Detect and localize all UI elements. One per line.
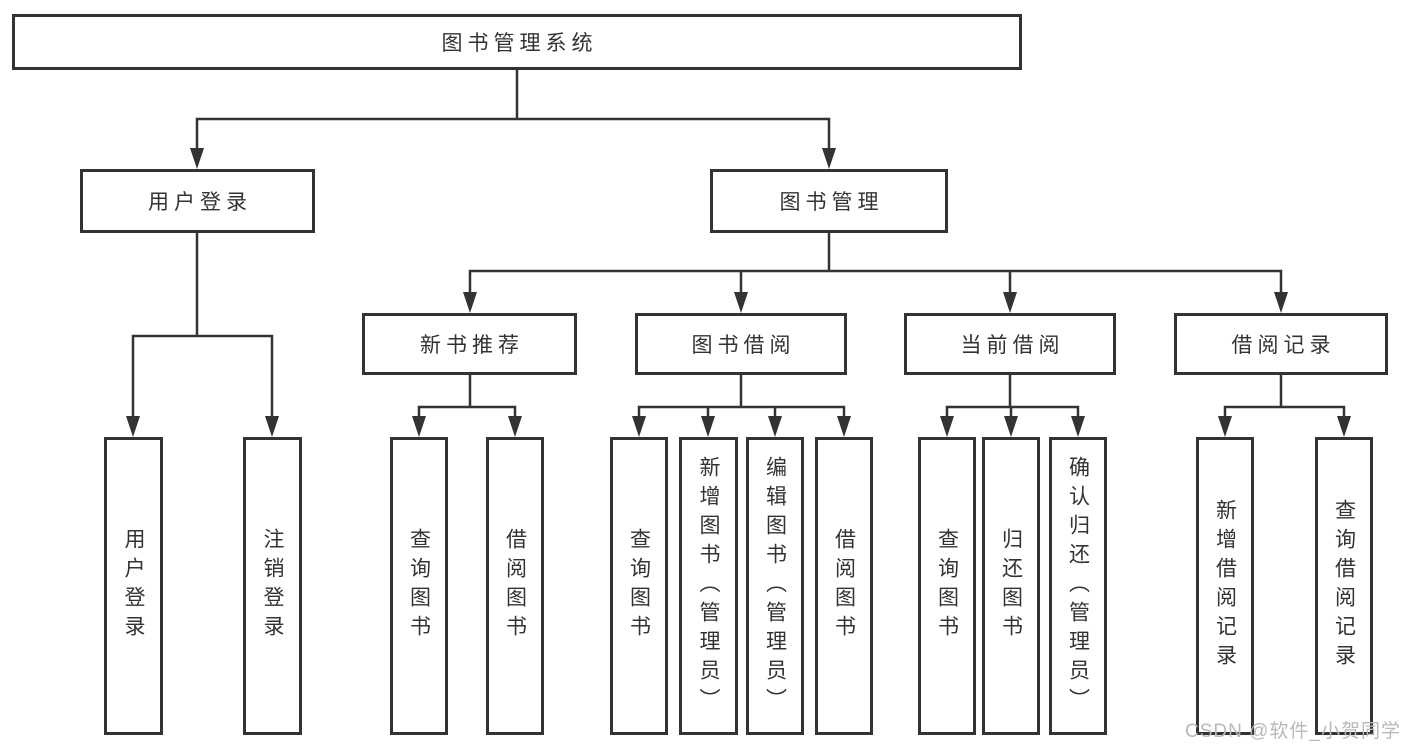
leaf-label: 查询图书 xyxy=(407,528,431,644)
leaf-query-books: 查询图书 xyxy=(610,437,668,735)
leaf-label: 借阅图书 xyxy=(832,528,856,644)
node-label: 当前借阅 xyxy=(960,334,1065,357)
leaf-label: 借阅图书 xyxy=(503,528,527,644)
leaf-label: 编辑图书（管理员） xyxy=(763,455,787,717)
arrow-icon xyxy=(265,416,279,437)
csdn-watermark: CSDN @软件_小贺同学 xyxy=(1185,721,1401,742)
arrow-icon xyxy=(1003,292,1017,313)
node-label: 图书管理 xyxy=(779,191,884,214)
arrow-icon xyxy=(190,148,204,169)
edge-userlogin-to-leaves xyxy=(131,233,274,428)
node-label: 图书借阅 xyxy=(691,334,796,357)
leaf-edit-books-admin: 编辑图书（管理员） xyxy=(746,437,804,735)
node-label: 用户登录 xyxy=(148,191,252,214)
arrow-icon xyxy=(1071,416,1085,437)
arrow-icon xyxy=(734,292,748,313)
leaf-user-login: 用户登录 xyxy=(104,437,163,735)
leaf-add-books-admin: 新增图书（管理员） xyxy=(679,437,738,735)
arrow-icon xyxy=(508,416,522,437)
leaf-confirm-return-admin: 确认归还（管理员） xyxy=(1049,437,1107,735)
arrow-icon xyxy=(126,416,140,437)
leaf-label: 查询图书 xyxy=(627,528,651,644)
leaf-query-borrow-record: 查询借阅记录 xyxy=(1315,437,1373,735)
edge-bookborrow-to-leaves xyxy=(637,375,846,428)
arrow-icon xyxy=(701,416,715,437)
leaf-query-books: 查询图书 xyxy=(918,437,976,735)
arrow-icon xyxy=(822,148,836,169)
node-borrow-records: 借阅记录 xyxy=(1174,313,1388,375)
edge-root-to-level2 xyxy=(195,70,831,160)
leaf-label: 注销登录 xyxy=(261,528,284,644)
arrow-icon xyxy=(1004,416,1018,437)
node-user-login: 用户登录 xyxy=(80,169,315,233)
leaf-return-books: 归还图书 xyxy=(982,437,1040,735)
arrow-icon xyxy=(940,416,954,437)
leaf-add-borrow-record: 新增借阅记录 xyxy=(1196,437,1254,735)
leaf-label: 用户登录 xyxy=(122,528,145,644)
arrow-icon xyxy=(632,416,646,437)
node-label: 图书管理系统 xyxy=(441,32,598,55)
node-current-borrowing: 当前借阅 xyxy=(904,313,1116,375)
arrow-icon xyxy=(412,416,426,437)
leaf-label: 确认归还（管理员） xyxy=(1066,455,1090,717)
leaf-logout: 注销登录 xyxy=(243,437,302,735)
node-library-system: 图书管理系统 xyxy=(12,14,1022,70)
edge-borrowrec-to-leaves xyxy=(1223,375,1346,428)
arrow-icon xyxy=(1218,416,1232,437)
leaf-label: 归还图书 xyxy=(999,528,1023,644)
leaf-label: 查询借阅记录 xyxy=(1332,499,1356,673)
arrow-icon xyxy=(768,416,782,437)
arrowheads xyxy=(126,148,1351,437)
leaf-label: 新增图书（管理员） xyxy=(697,455,720,717)
leaf-label: 新增借阅记录 xyxy=(1213,499,1237,673)
node-book-borrowing: 图书借阅 xyxy=(635,313,847,375)
leaf-borrow-books: 借阅图书 xyxy=(815,437,873,735)
leaf-borrow-books: 借阅图书 xyxy=(486,437,544,735)
arrow-icon xyxy=(837,416,851,437)
arrow-icon xyxy=(1337,416,1351,437)
arrow-icon xyxy=(463,292,477,313)
edge-newbook-to-leaves xyxy=(417,375,517,428)
arrow-icon xyxy=(1274,292,1288,313)
node-label: 借阅记录 xyxy=(1231,334,1336,357)
node-new-book-recommend: 新书推荐 xyxy=(362,313,577,375)
node-book-management: 图书管理 xyxy=(710,169,948,233)
edge-bookmgmt-to-level3 xyxy=(468,233,1283,304)
node-label: 新书推荐 xyxy=(420,334,524,357)
leaf-query-books: 查询图书 xyxy=(390,437,448,735)
leaf-label: 查询图书 xyxy=(935,528,959,644)
